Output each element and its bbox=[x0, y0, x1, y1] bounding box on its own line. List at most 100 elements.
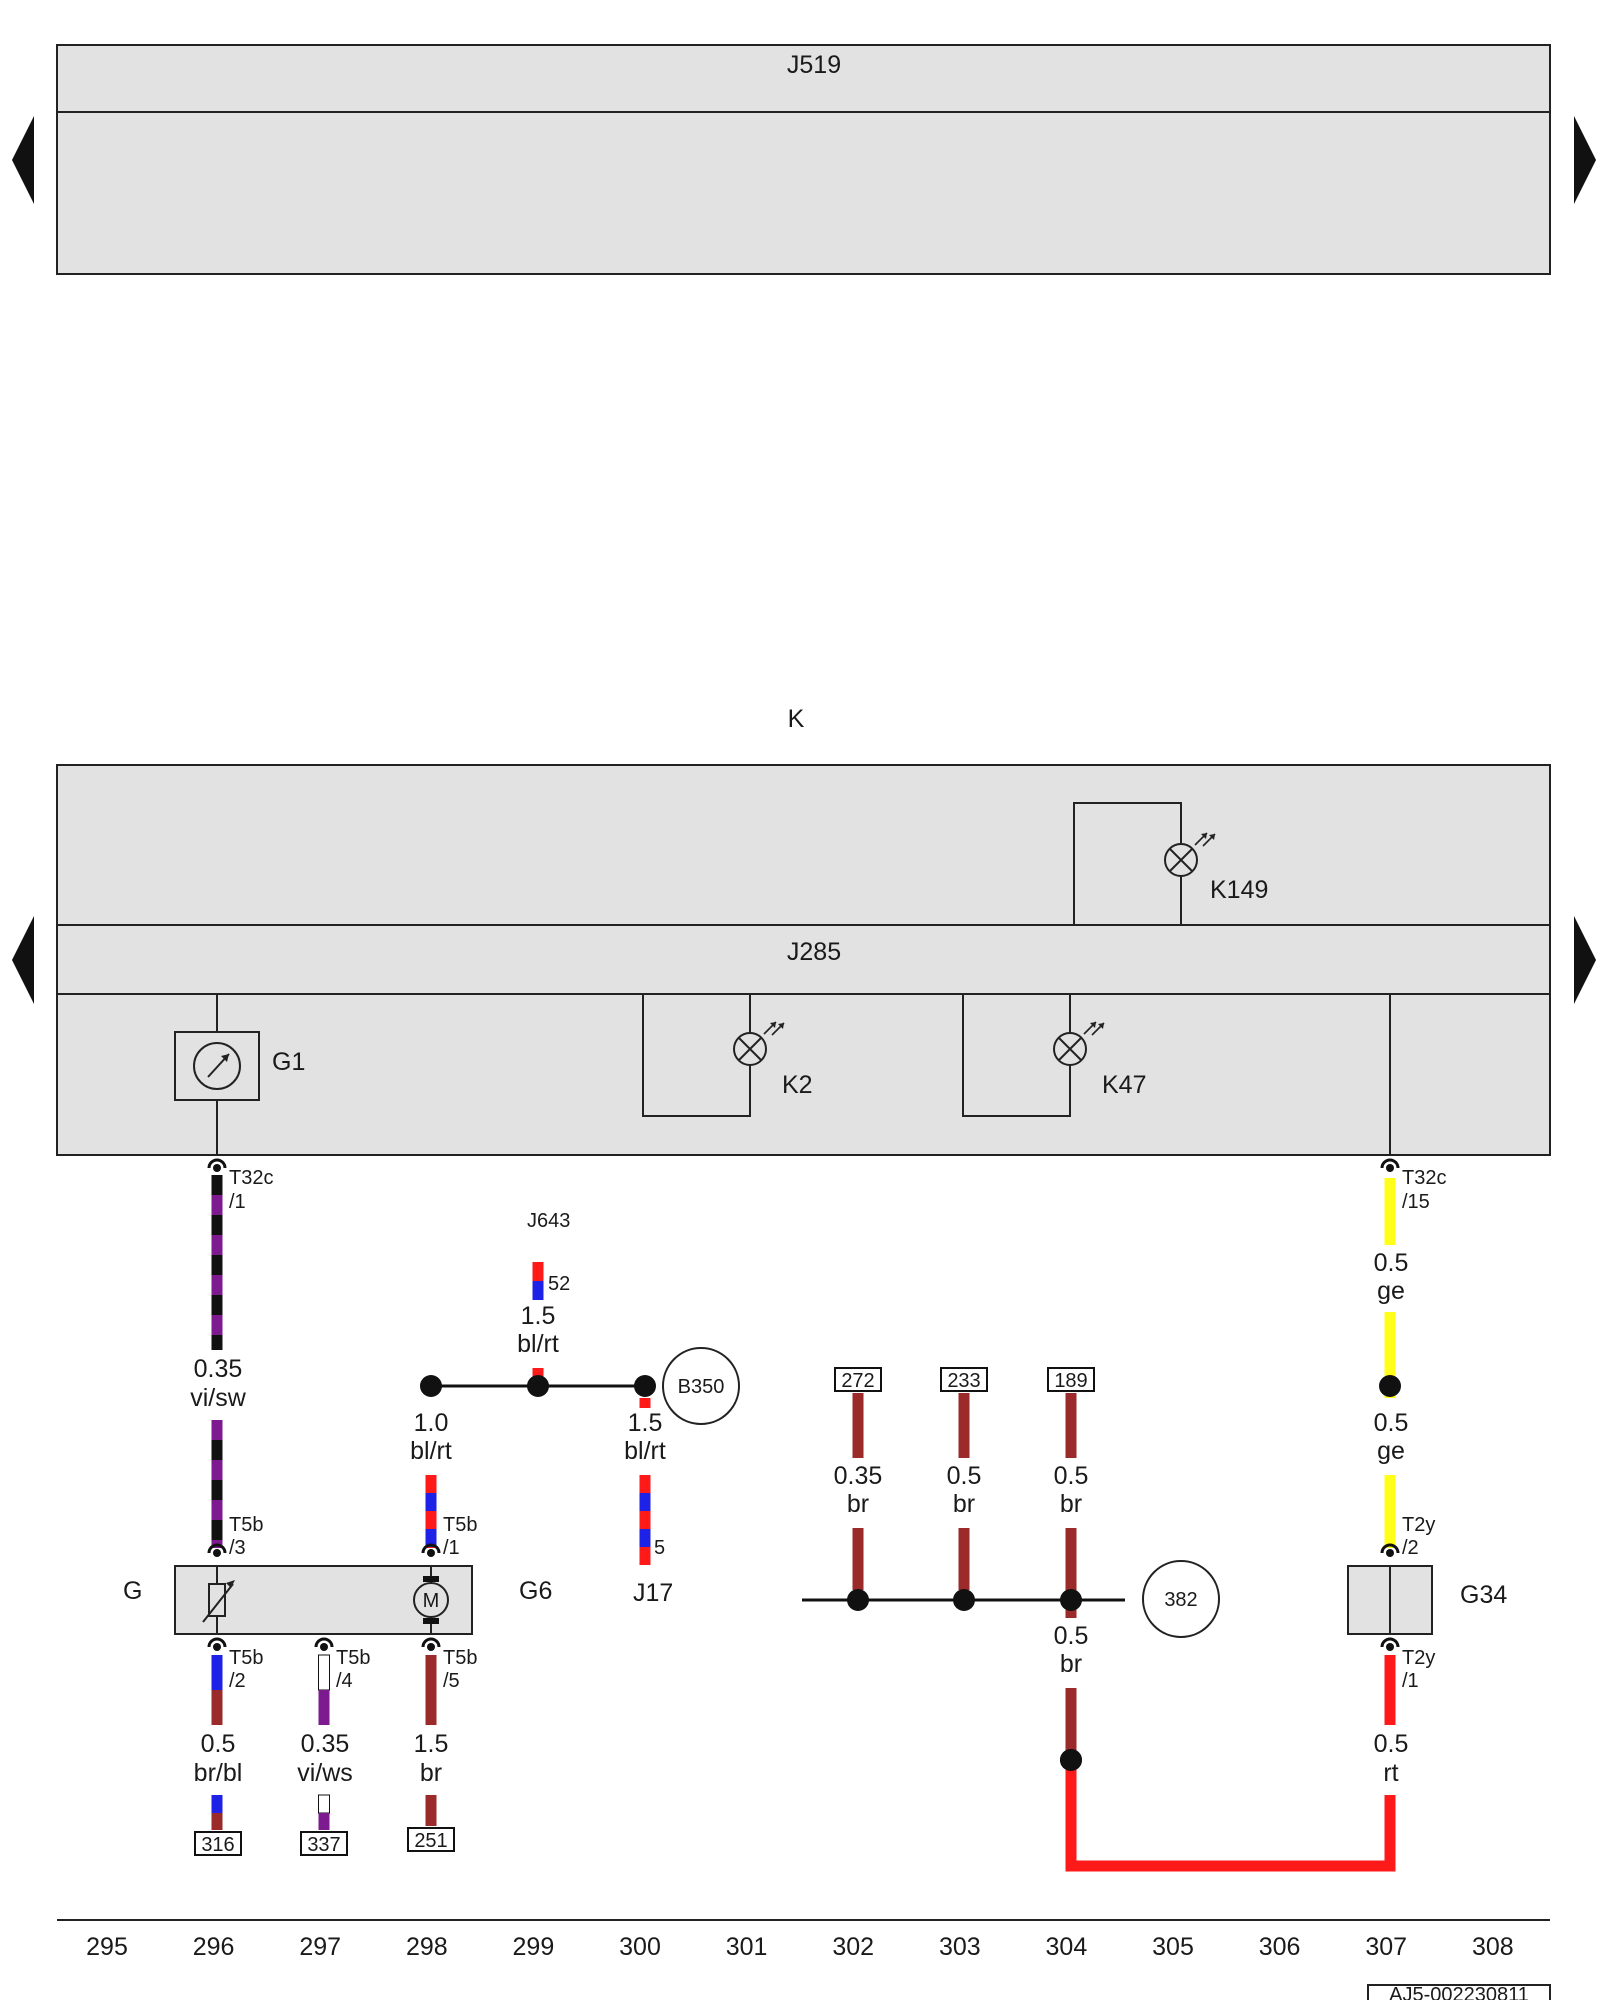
nav-left-arrow-bottom[interactable] bbox=[12, 916, 34, 1004]
connector-t2y-1: T2y /1 bbox=[1380, 1637, 1435, 1692]
wire-296-bot-b bbox=[211, 1795, 223, 1830]
reference-233[interactable]: 233 bbox=[940, 1367, 988, 1392]
svg-text:/2: /2 bbox=[229, 1670, 246, 1692]
g34-label: G34 bbox=[1460, 1581, 1507, 1609]
wire-spec-296-top: 0.35 vi/sw bbox=[190, 1355, 247, 1412]
svg-text:/4: /4 bbox=[336, 1670, 353, 1692]
splice-point bbox=[1060, 1589, 1082, 1611]
wire-layer bbox=[211, 1175, 1401, 1872]
wire-307-ge-b bbox=[1384, 1312, 1396, 1398]
svg-text:bl/rt: bl/rt bbox=[624, 1437, 666, 1465]
nav-right-arrow-top[interactable] bbox=[1574, 116, 1596, 204]
svg-text:316: 316 bbox=[201, 1834, 234, 1856]
svg-text:T5b: T5b bbox=[229, 1647, 263, 1669]
svg-text:br: br bbox=[1060, 1490, 1082, 1518]
gauge-icon bbox=[193, 1042, 241, 1090]
wire-298-top bbox=[425, 1475, 437, 1548]
k47-label: K47 bbox=[1102, 1071, 1146, 1099]
track-number: 297 bbox=[299, 1933, 341, 1961]
wire-spec-297-bot: 0.35 vi/ws bbox=[297, 1730, 353, 1787]
nav-right-arrow-bottom[interactable] bbox=[1574, 916, 1596, 1004]
motor-icon: M bbox=[413, 1566, 449, 1634]
svg-text:/1: /1 bbox=[443, 1537, 460, 1559]
svg-text:/15: /15 bbox=[1402, 1191, 1430, 1213]
j17-label: J17 bbox=[633, 1579, 673, 1607]
svg-text:1.5: 1.5 bbox=[414, 1730, 449, 1758]
connector-t5b-2: T5b /2 bbox=[207, 1637, 263, 1692]
track-number: 302 bbox=[832, 1933, 874, 1961]
wire-298-bot bbox=[425, 1655, 437, 1725]
svg-text:br: br bbox=[953, 1490, 975, 1518]
svg-text:ge: ge bbox=[1377, 1437, 1405, 1465]
splice-point bbox=[847, 1589, 869, 1611]
svg-text:T5b: T5b bbox=[443, 1514, 477, 1536]
wire-spec-300: 1.5 bl/rt bbox=[624, 1409, 666, 1465]
wire-296-top-a bbox=[211, 1175, 223, 1350]
wire-300-top bbox=[639, 1398, 651, 1408]
reference-316[interactable]: 316 bbox=[194, 1831, 242, 1856]
wire-304-a bbox=[1065, 1393, 1077, 1458]
wire-spec-304-top: 0.5 br bbox=[1054, 1462, 1089, 1518]
track-number: 307 bbox=[1365, 1933, 1407, 1961]
connector-t5b-5: T5b /5 bbox=[421, 1637, 477, 1692]
reference-337[interactable]: 337 bbox=[300, 1831, 348, 1856]
j285-label: J285 bbox=[787, 938, 841, 966]
svg-text:/2: /2 bbox=[1402, 1537, 1419, 1559]
svg-text:1.5: 1.5 bbox=[628, 1409, 663, 1437]
svg-text:0.5: 0.5 bbox=[1374, 1730, 1409, 1758]
wire-304-c bbox=[1065, 1688, 1077, 1760]
splice-point bbox=[1060, 1749, 1082, 1771]
reference-251[interactable]: 251 bbox=[407, 1827, 455, 1852]
wire-spec-296-bot: 0.5 br/bl bbox=[194, 1730, 243, 1787]
wire-307-ge-c bbox=[1384, 1475, 1396, 1548]
svg-text:/1: /1 bbox=[1402, 1670, 1419, 1692]
wire-spec-298-bot: 1.5 br bbox=[414, 1730, 449, 1787]
g34-sensor: G34 bbox=[1347, 1565, 1507, 1635]
track-number: 299 bbox=[513, 1933, 555, 1961]
g1-gauge: G1 bbox=[174, 994, 305, 1155]
svg-text:vi/ws: vi/ws bbox=[297, 1759, 353, 1787]
wire-spec-302: 0.35 br bbox=[834, 1462, 883, 1518]
cluster-bottom-band bbox=[56, 993, 1551, 1156]
connector-t32c-15: T32c /15 bbox=[1380, 1158, 1446, 1213]
wire-spec-304-bot: 0.5 br bbox=[1054, 1622, 1089, 1678]
track-number: 296 bbox=[193, 1933, 235, 1961]
svg-text:1.5: 1.5 bbox=[521, 1302, 556, 1330]
j285-band bbox=[56, 924, 1551, 995]
j643-label: J643 bbox=[527, 1210, 570, 1232]
wire-302-b bbox=[852, 1528, 864, 1590]
reference-272[interactable]: 272 bbox=[834, 1367, 882, 1392]
wire-296-bot bbox=[211, 1655, 223, 1725]
wire-307-rt-a bbox=[1384, 1655, 1396, 1725]
svg-text:/5: /5 bbox=[443, 1670, 460, 1692]
svg-text:B350: B350 bbox=[678, 1376, 725, 1398]
svg-text:382: 382 bbox=[1164, 1589, 1197, 1611]
splice-point bbox=[634, 1375, 656, 1397]
nav-left-arrow-top[interactable] bbox=[12, 116, 34, 204]
splice-point bbox=[953, 1589, 975, 1611]
wire-spec-299: 1.5 bl/rt bbox=[517, 1302, 559, 1358]
j643-pin: 52 bbox=[548, 1273, 570, 1295]
g1-label: G1 bbox=[272, 1048, 305, 1076]
svg-text:0.5: 0.5 bbox=[1054, 1622, 1089, 1650]
svg-text:T5b: T5b bbox=[443, 1647, 477, 1669]
svg-text:251: 251 bbox=[414, 1830, 447, 1852]
k149-lamp: K149 bbox=[1073, 802, 1268, 925]
cluster-top-band bbox=[56, 764, 1551, 926]
track-number: 304 bbox=[1046, 1933, 1088, 1961]
svg-text:T2y: T2y bbox=[1402, 1514, 1435, 1536]
splice-point bbox=[1379, 1375, 1401, 1397]
j519-label: J519 bbox=[787, 51, 841, 79]
k47-lamp: K47 bbox=[962, 994, 1146, 1117]
svg-text:0.5: 0.5 bbox=[1054, 1462, 1089, 1490]
wire-296-top-b bbox=[211, 1420, 223, 1548]
track-number: 308 bbox=[1472, 1933, 1514, 1961]
reference-189[interactable]: 189 bbox=[1047, 1367, 1095, 1392]
wire-spec-307-c: 0.5 rt bbox=[1374, 1730, 1409, 1787]
svg-text:/1: /1 bbox=[229, 1191, 246, 1213]
svg-text:vi/sw: vi/sw bbox=[190, 1384, 247, 1412]
g6-label: G6 bbox=[519, 1577, 552, 1605]
wire-spec-307-b: 0.5 ge bbox=[1374, 1409, 1409, 1465]
